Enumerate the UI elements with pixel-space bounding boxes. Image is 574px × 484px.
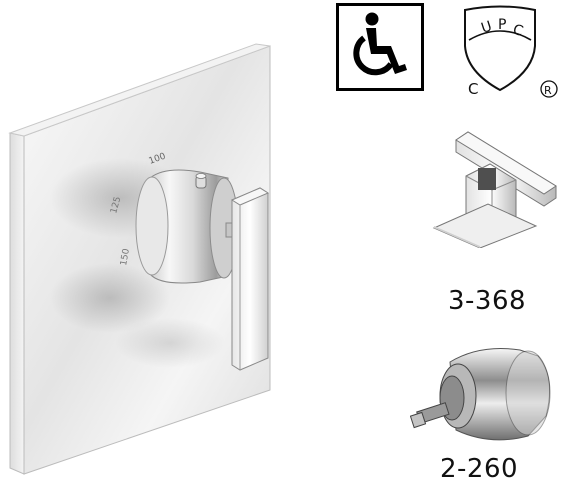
valve-trim-illustration: 100 125 150: [8, 43, 271, 475]
registered-mark: R: [544, 84, 552, 97]
cupc-certification-mark: U P C C R: [464, 5, 558, 98]
part-number-3-368: 3-368: [448, 286, 527, 316]
part-3-368-illustration: [432, 131, 557, 248]
dial-marking: 150: [119, 248, 132, 267]
wheelchair-icon: [353, 12, 407, 76]
canada-mark: C: [468, 80, 478, 98]
part-2-260-illustration: [410, 348, 551, 441]
dial-marking: 125: [109, 196, 123, 215]
lever-handle: [231, 187, 269, 371]
part-number-2-260: 2-260: [440, 454, 519, 484]
trim-plate-edge: [9, 132, 25, 475]
upc-letter-p: P: [498, 17, 506, 33]
ada-accessible-badge: [336, 3, 424, 91]
upc-letter-u: U: [479, 18, 494, 36]
